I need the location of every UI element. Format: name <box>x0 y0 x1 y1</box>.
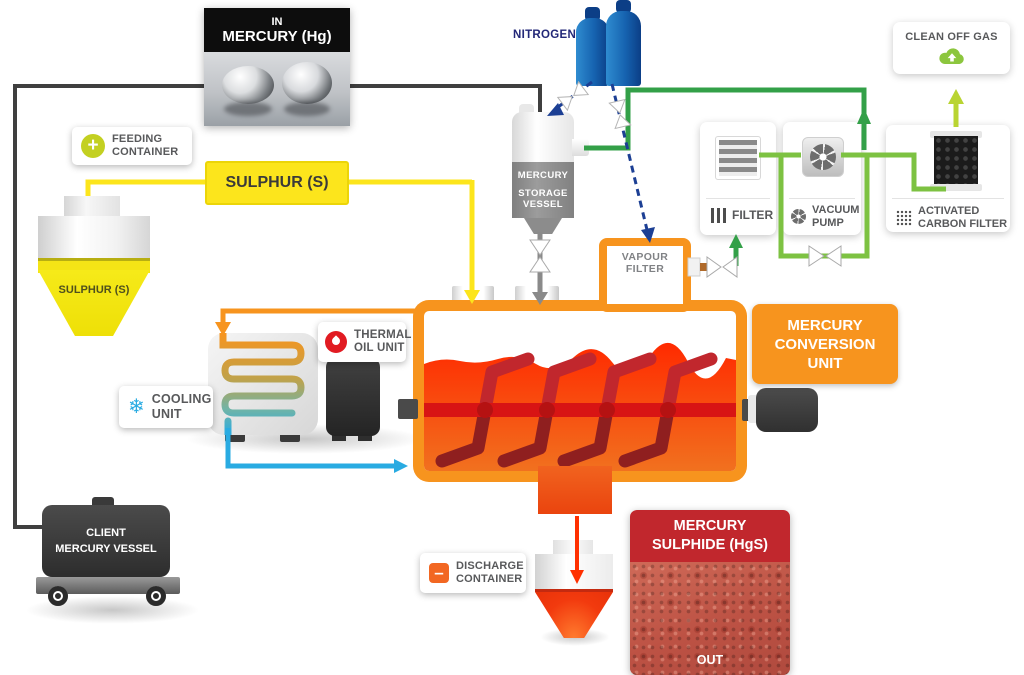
carbon-line1: ACTIVATED <box>918 205 980 217</box>
nitrogen-line-to-vessel <box>547 80 593 116</box>
vacuum-line2: PUMP <box>812 216 844 229</box>
vapour-line2: FILTER <box>625 263 665 276</box>
clean-off-gas-label: CLEAN OFF GAS <box>905 30 998 43</box>
agitator <box>424 352 736 468</box>
thermal-oil-machine <box>326 358 380 436</box>
filter-plates-icon <box>715 136 761 180</box>
mercury-sulphide-header: MERCURY SULPHIDE (HgS) <box>630 510 790 562</box>
cooling-coil <box>219 329 305 439</box>
clean-off-gas-node: CLEAN OFF GAS <box>893 22 1010 74</box>
vacuum-pump-icon-frame <box>802 137 844 177</box>
minus-icon: – <box>429 563 449 583</box>
activated-carbon-filter-node: ACTIVATED CARBON FILTER <box>886 125 1010 232</box>
discharge-fill-line <box>535 589 613 592</box>
carbon-dots-icon <box>896 209 912 226</box>
carbon-block-icon <box>934 136 978 186</box>
sulphur-pipe-box: SULPHUR (S) <box>205 161 349 205</box>
feeding-container-label: + FEEDING CONTAINER <box>72 127 192 165</box>
sulphur-fill-surface <box>38 258 150 273</box>
nitrogen-label: NITROGEN <box>513 29 577 41</box>
mercury-conversion-unit-label: MERCURY CONVERSION UNIT <box>752 304 898 384</box>
vapour-filter-node: VAPOUR FILTER <box>599 238 691 312</box>
discharge-container-label: – DISCHARGE CONTAINER <box>420 553 526 593</box>
nitrogen-cylinder1 <box>576 18 609 86</box>
clean-gas-arrow <box>948 89 964 127</box>
vapour-line1: VAPOUR <box>621 251 669 264</box>
vacuum-pump-node: VACUUM PUMP <box>783 122 861 235</box>
thermal-oil-unit-label: THERMAL OIL UNIT <box>318 322 411 362</box>
conversion-reactor <box>413 300 747 482</box>
oil-drop-icon <box>325 331 347 353</box>
sulphur-hopper-funnel <box>38 270 150 336</box>
nitrogen-cylinder2-cap <box>616 0 631 13</box>
discharge-hopper-neck <box>553 540 593 556</box>
discharge-hopper-body <box>535 554 613 592</box>
in-mercury-header: IN MERCURY (Hg) <box>204 8 350 52</box>
in-mercury-node: IN MERCURY (Hg) <box>204 8 350 126</box>
plus-icon: + <box>81 134 105 158</box>
cart-wheel-right <box>146 586 166 606</box>
heat-exchanger <box>208 329 318 439</box>
motor-coupling <box>748 395 758 423</box>
hgs-powder-photo: OUT <box>630 562 790 675</box>
storage-vessel-nozzle <box>572 139 589 156</box>
storage-vessel-cone <box>524 218 562 234</box>
filter-small-icon <box>711 208 726 223</box>
storage-line3: VESSEL <box>523 199 563 210</box>
sulphur-hopper-text: SULPHUR (S) <box>58 284 130 296</box>
reactor-melt-graphic <box>424 342 736 471</box>
filter-label: FILTER <box>732 208 774 223</box>
nitrogen-cylinder1-cap <box>585 7 600 21</box>
vacuum-line1: VACUUM <box>812 204 860 216</box>
mercury-sulphide-node: MERCURY SULPHIDE (HgS) OUT <box>630 510 790 675</box>
aperture-small-icon <box>791 209 806 224</box>
cooling-unit-label: ❄ COOLING UNIT <box>119 386 213 428</box>
sulphur-pipe-text: SULPHUR (S) <box>225 174 329 191</box>
storage-vessel-body: MERCURY STORAGE VESSEL <box>512 162 574 218</box>
sulphur-hopper-body <box>38 216 150 262</box>
carbon-line2: CARBON FILTER <box>918 217 1008 230</box>
mercury-feed-valve <box>529 239 551 273</box>
storage-line1: MERCURY <box>517 170 569 181</box>
mercury-hg-label: MERCURY (Hg) <box>222 27 332 45</box>
filter-node: FILTER <box>700 122 776 235</box>
cloud-upload-icon <box>938 47 964 64</box>
sulphur-hopper-neck <box>64 196 120 218</box>
out-label: OUT <box>696 653 724 667</box>
reactor-interior <box>424 311 736 471</box>
snowflake-icon: ❄ <box>128 396 145 418</box>
vapour-filter-valve <box>706 256 738 278</box>
nitrogen-cylinder2 <box>606 11 641 86</box>
storage-line2: STORAGE <box>518 188 568 199</box>
shaft-stub-left <box>398 399 418 419</box>
feeding-line2: CONTAINER <box>112 146 179 158</box>
client-vessel-cart <box>36 577 180 594</box>
storage-vessel-nub <box>519 104 534 115</box>
feeding-line1: FEEDING <box>112 133 163 145</box>
nitrogen-line-to-vapour-filter <box>608 83 655 243</box>
nitrogen-valve-2 <box>608 98 632 130</box>
nitrogen-valve-1 <box>556 80 590 112</box>
storage-vessel-top <box>512 112 574 162</box>
aperture-icon <box>810 144 836 170</box>
reactor-discharge-chute <box>538 466 612 514</box>
drive-motor <box>756 388 818 432</box>
agitator-shaft <box>424 403 736 417</box>
bypass-valve <box>808 245 842 267</box>
vapour-to-filter-pipe <box>687 234 743 278</box>
in-label: IN <box>271 15 283 28</box>
client-mercury-vessel: CLIENT MERCURY VESSEL <box>42 505 170 577</box>
mercury-droplets-photo <box>204 52 350 126</box>
cart-wheel-left <box>48 586 68 606</box>
